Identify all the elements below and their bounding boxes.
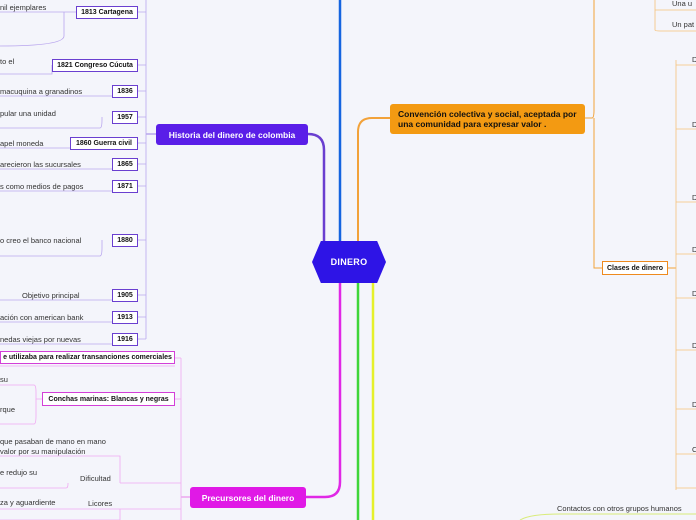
historia-text-1871: s como medios de pagos	[0, 182, 84, 191]
clases-letter-6: D	[692, 341, 696, 350]
center-node-dinero[interactable]: DINERO	[312, 241, 386, 283]
convencion-node[interactable]: Convención colectiva y social, aceptada …	[390, 104, 585, 134]
year-box-1905[interactable]: 1905	[112, 289, 138, 302]
precursores-label-dificultad: Dificultad	[80, 474, 111, 483]
top-right-text-2: Un pat	[672, 20, 695, 29]
historia-text-1916: nedas viejas por nuevas	[0, 335, 81, 344]
historia-text-1865: arecieron las sucursales	[0, 160, 81, 169]
clases-letter-4: D	[692, 245, 696, 254]
year-box-1865[interactable]: 1865	[112, 158, 138, 171]
precursores-text-rque: rque	[0, 405, 16, 414]
historia-text-1905: Objetivo principal	[22, 291, 80, 300]
historia-text-1821: to el	[0, 57, 15, 66]
precursores-label-licores: Licores	[88, 499, 113, 508]
historia-text-1957: pular una unidad	[0, 109, 56, 118]
precursores-text-su: su	[0, 375, 8, 384]
year-box-1880[interactable]: 1880	[112, 234, 138, 247]
clases-letter-2: D	[692, 120, 696, 129]
precursores-text-valor: valor por su manipulación	[0, 447, 86, 456]
year-box-1821[interactable]: 1821 Congreso Cúcuta	[52, 59, 138, 72]
precursores-text-mano: que pasaban de mano en mano	[0, 437, 106, 446]
contactos-text: Contactos con otros grupos humanos	[557, 504, 682, 513]
precursores-box-conchas[interactable]: Conchas marinas: Blancas y negras	[42, 392, 175, 406]
year-box-1871[interactable]: 1871	[112, 180, 138, 193]
historia-text-1836: macuquina a granadinos	[0, 87, 83, 96]
historia-text-1913: ación con american bank	[0, 313, 84, 322]
top-right-text-1: Una u	[672, 0, 693, 8]
year-box-1916[interactable]: 1916	[112, 333, 138, 346]
historia-node[interactable]: Historia del dinero de colombia	[156, 124, 308, 145]
year-box-1836[interactable]: 1836	[112, 85, 138, 98]
historia-text-1880: o creo el banco nacional	[0, 236, 82, 245]
precursores-text-aguardiente: za y aguardiente	[0, 498, 56, 507]
clases-node[interactable]: Clases de dinero	[602, 261, 668, 275]
clases-letter-7: D	[692, 400, 696, 409]
year-box-1860[interactable]: 1860 Guerra civil	[70, 137, 138, 150]
year-box-1913[interactable]: 1913	[112, 311, 138, 324]
clases-letter-8: C	[692, 445, 696, 454]
clases-letter-3: D	[692, 193, 696, 202]
historia-text-1813: nil ejemplares	[0, 3, 47, 12]
clases-letter-5: D	[692, 289, 696, 298]
historia-text-1860: apel moneda	[0, 139, 44, 148]
precursores-text-redujo: e redujo su	[0, 468, 38, 477]
precursores-box-transacciones[interactable]: e utilizaba para realizar transanciones …	[0, 351, 175, 364]
year-box-1957[interactable]: 1957	[112, 111, 138, 124]
clases-letter-1: D	[692, 55, 696, 64]
year-box-1813[interactable]: 1813 Cartagena	[76, 6, 138, 19]
precursores-node[interactable]: Precursores del dinero	[190, 487, 306, 508]
